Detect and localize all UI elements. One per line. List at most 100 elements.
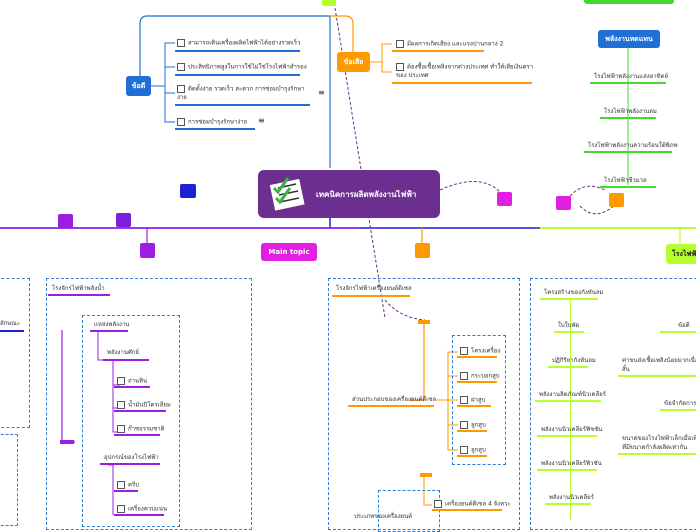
central-topic[interactable]: เทคนิคการผลิตพลังงานไฟฟ้า [258,170,440,218]
underline [114,514,164,516]
diesel-inner-frame-2 [378,490,440,532]
checkbox-icon [434,500,442,508]
central-topic-title: เทคนิคการผลิตพลังงานไฟฟ้า [316,190,417,199]
right-item-7[interactable]: พลังงานนิวเคลียร์ [549,494,594,501]
underline [175,104,310,106]
checkbox-icon [177,63,185,71]
alt-item-2[interactable]: โรงไฟฟ้าพลังงานลม [604,108,657,115]
checkbox-icon [396,63,404,71]
right-item-1[interactable]: โครงสร้างของกังหันลม [544,289,604,296]
alternative-energy-label: พลังงานทดแทน [605,35,653,43]
hydro-sub2-item-2[interactable]: น้ำมันปิโตรเลียม [117,401,171,410]
underline [100,463,160,465]
underline [600,117,656,119]
diesel-sub2-item-1[interactable]: เครื่องยนต์ดีเซล 4 จังหวะ [434,500,511,509]
underline [332,295,410,297]
underline [114,410,166,412]
advantage-item-3[interactable]: ติดตั้งง่าย รวดเร็ว สะดวก การซ่อมบำรุงรั… [177,85,305,101]
hydro-sub2-item-1[interactable]: ถ่านหิน [117,377,147,386]
notes-icon[interactable]: ≡ [258,116,265,125]
right-item-4[interactable]: พลังงานลิตภัณฑ์นิวเคลียร์ [539,391,606,398]
diesel-item-5[interactable]: ลูกสูบ [460,446,486,455]
node-orange-1[interactable] [609,193,624,207]
diesel-sub1[interactable]: ส่วนประกอบของเครื่องยนต์ดีเซล [352,396,437,403]
alternative-energy-node[interactable]: พลังงานทดแทน [598,30,660,48]
checkbox-icon [117,481,125,489]
right-item-2[interactable]: ใบใบพัด [558,322,580,329]
node-magenta-1[interactable] [497,192,512,206]
advantage-item-4[interactable]: การซ่อมบำรุงรักษาง่าย [177,118,247,127]
underline [618,453,696,455]
underline [457,381,497,383]
right-disadv-text-2[interactable]: ที่มีขนาดกำลังผลิตเท่ากัน [622,444,688,451]
left-edge-label[interactable]: ลักษณะ [0,320,21,327]
underline [48,294,110,296]
diesel-connector-node [418,320,430,324]
diesel-inner-frame [452,335,506,465]
disadvantage-item-1[interactable]: มีผลการเกิดเสียง และแรงปานกลาง 2 [396,40,503,49]
hydro-title[interactable]: โรงจักรไฟฟ้าพลังน้ำ [52,285,105,292]
underline [175,74,300,76]
advantage-item-2[interactable]: ประสิทธิภาพสูงในการใช้ไม่ใช่โรงไฟฟ้าสำรอ… [177,63,307,72]
right-adv-label[interactable]: ข้อดี [678,322,690,329]
hydro-sub1[interactable]: แหล่งพลังงาน [94,321,130,328]
right-adv-text-2[interactable]: สั้น [622,366,630,373]
alt-top-bar [584,0,674,4]
checkbox-icon [460,421,468,429]
top-node[interactable] [322,0,336,6]
underline [590,82,666,84]
right-branch-node[interactable]: โรงไฟฟ้ [666,244,696,264]
right-item-6[interactable]: พลังงานนิวเคลียร์ฟิวชัน [541,460,602,467]
checkbox-icon [117,505,125,513]
underline [537,435,597,437]
node-blue[interactable] [180,184,196,198]
underline [660,331,696,333]
underline [535,400,601,402]
disadvantages-node[interactable]: ข้อเสีย [337,52,370,72]
diesel-item-2[interactable]: กระบอกสูบ [460,372,500,381]
diesel-title[interactable]: โรงจักรไฟฟ้าเครื่องยนต์ดีเซล [336,285,412,292]
diesel-item-3[interactable]: ฝาสูบ [460,396,485,405]
checkbox-icon [117,401,125,409]
alt-item-3[interactable]: โรงไฟฟ้าพลังงานความร้อนใต้พิภพ [588,142,678,149]
node-purple-2[interactable] [116,213,131,227]
checkbox-icon [117,377,125,385]
hydro-sub3[interactable]: อุปกรณ์ของโรงไฟฟ้า [104,454,159,461]
underline [584,151,672,153]
node-purple-1[interactable] [58,214,73,228]
checkbox-icon [177,85,185,93]
hydro-sub2-item-3[interactable]: ก๊าซธรรมชาติ [117,425,164,434]
diesel-item-1[interactable]: โครงเครื่อง [460,347,500,356]
underline [660,409,696,411]
advantage-item-1[interactable]: สามารถเดินเครื่องผลิตไฟฟ้าได้อย่างรวดเร็… [177,39,301,48]
disadvantage-item-2[interactable]: ต้องซื้อเชื้อเพลิงจากต่างประเทศ ทำให้เสี… [396,63,534,79]
underline [432,509,502,511]
node-magenta-2[interactable] [556,196,571,210]
advantages-node[interactable]: ข้อดี [126,76,151,96]
right-disadv-label[interactable]: ข้อจำกัดการผ [664,400,696,407]
hydro-sub2[interactable]: พลังงานศักย์ [107,349,139,356]
alt-item-1[interactable]: โรงไฟฟ้าพลังงานแสงอาทิตย์ [594,73,669,80]
node-orange-2[interactable] [415,243,430,258]
hydro-sub3-item-1[interactable]: ครีบ [117,481,139,490]
hydro-sub3-item-2[interactable]: เครื่องควบแน่น [117,505,167,514]
underline [548,366,588,368]
right-adv-text-1[interactable]: ค่าขนส่งเชื้อเพลิงน้อยมากเนื่องจาก [622,357,696,364]
diesel-item-4[interactable]: ลูกสูบ [460,421,486,430]
underline [600,186,656,188]
main-topic-label: Main topic [268,248,310,256]
right-item-3[interactable]: ปฏิกิริยากังหันลม [552,357,596,364]
underline [114,434,160,436]
notes-icon[interactable]: ≡ [318,88,325,97]
node-purple-3[interactable] [140,243,155,258]
underline [114,386,150,388]
right-disadv-text-1[interactable]: ขนาดของโรงไฟฟ้าเล็กเมื่อเทีย [622,435,696,442]
diesel-sub2[interactable]: ประเภทของเครื่องยนต์ [354,513,413,520]
right-item-5[interactable]: พลังงานนิวเคลียร์ฟิชชัน [541,426,603,433]
underline [103,359,149,361]
right-vertical-line [570,300,571,520]
main-topic-node[interactable]: Main topic [261,243,317,261]
underline [457,405,491,407]
alt-item-4[interactable]: โรงไฟฟ้าชีวมวล [604,177,647,184]
checkbox-icon [460,372,468,380]
